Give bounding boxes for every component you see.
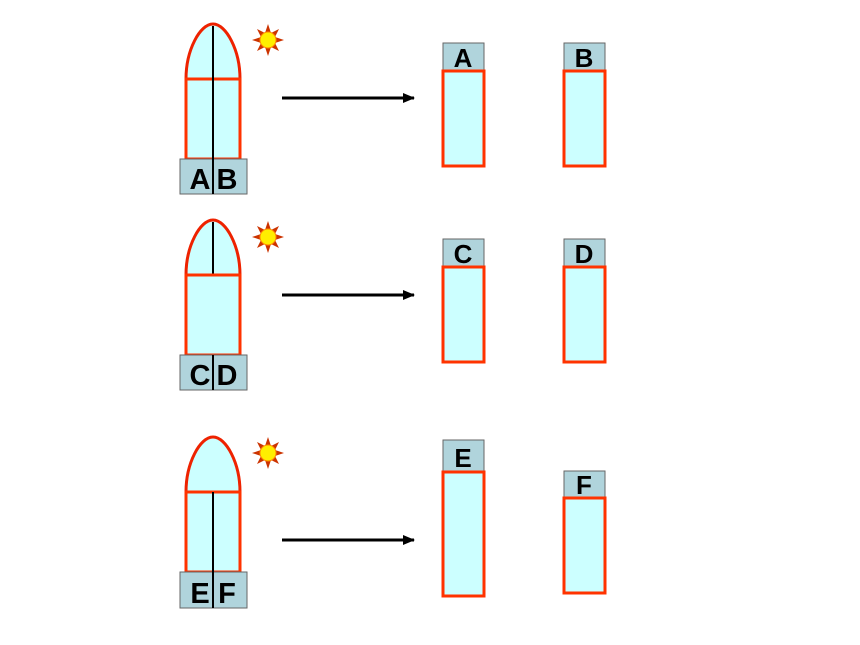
row-3: E F E F [179, 435, 607, 610]
result-body [441, 470, 486, 598]
base-label-left-2: C [190, 360, 211, 392]
row-1: A B A B [179, 22, 607, 196]
base-label-left-1: A [190, 164, 211, 196]
coleoptile-tip-3 [184, 435, 242, 494]
sun-icon [252, 437, 284, 469]
result-label-box [442, 439, 485, 473]
result-label-left-3: E [454, 443, 471, 473]
result-label-right-1: B [575, 43, 594, 73]
sun-icon [252, 24, 284, 56]
result-label-left-1: A [454, 43, 473, 73]
row-2: C D C D [179, 218, 607, 392]
base-label-left-3: E [190, 578, 209, 610]
result-segment-right-1: B [562, 42, 607, 168]
result-body [441, 265, 486, 364]
result-label-right-2: D [575, 239, 594, 269]
result-segment-left-3: E [441, 439, 486, 598]
base-label-right-3: F [218, 578, 236, 610]
result-body [562, 496, 607, 595]
result-body [562, 69, 607, 168]
base-label-right-1: B [217, 164, 238, 196]
result-label-box [442, 42, 485, 72]
coleoptile-3: E F [179, 435, 248, 610]
result-label-box [442, 238, 485, 268]
result-segment-left-2: C [441, 238, 486, 364]
result-label-box [563, 42, 606, 72]
result-label-box [563, 238, 606, 268]
coleoptile-2: C D [179, 218, 248, 392]
sun-icon [252, 221, 284, 253]
result-label-left-2: C [454, 239, 473, 269]
result-segment-left-1: A [441, 42, 486, 168]
result-body [441, 69, 486, 168]
result-label-right-3: F [576, 470, 592, 500]
coleoptile-1: A B [179, 22, 248, 196]
result-body [562, 265, 607, 364]
result-segment-right-3: F [562, 470, 607, 595]
base-label-right-2: D [217, 360, 238, 392]
coleoptile-body-2 [184, 273, 242, 357]
result-segment-right-2: D [562, 238, 607, 364]
